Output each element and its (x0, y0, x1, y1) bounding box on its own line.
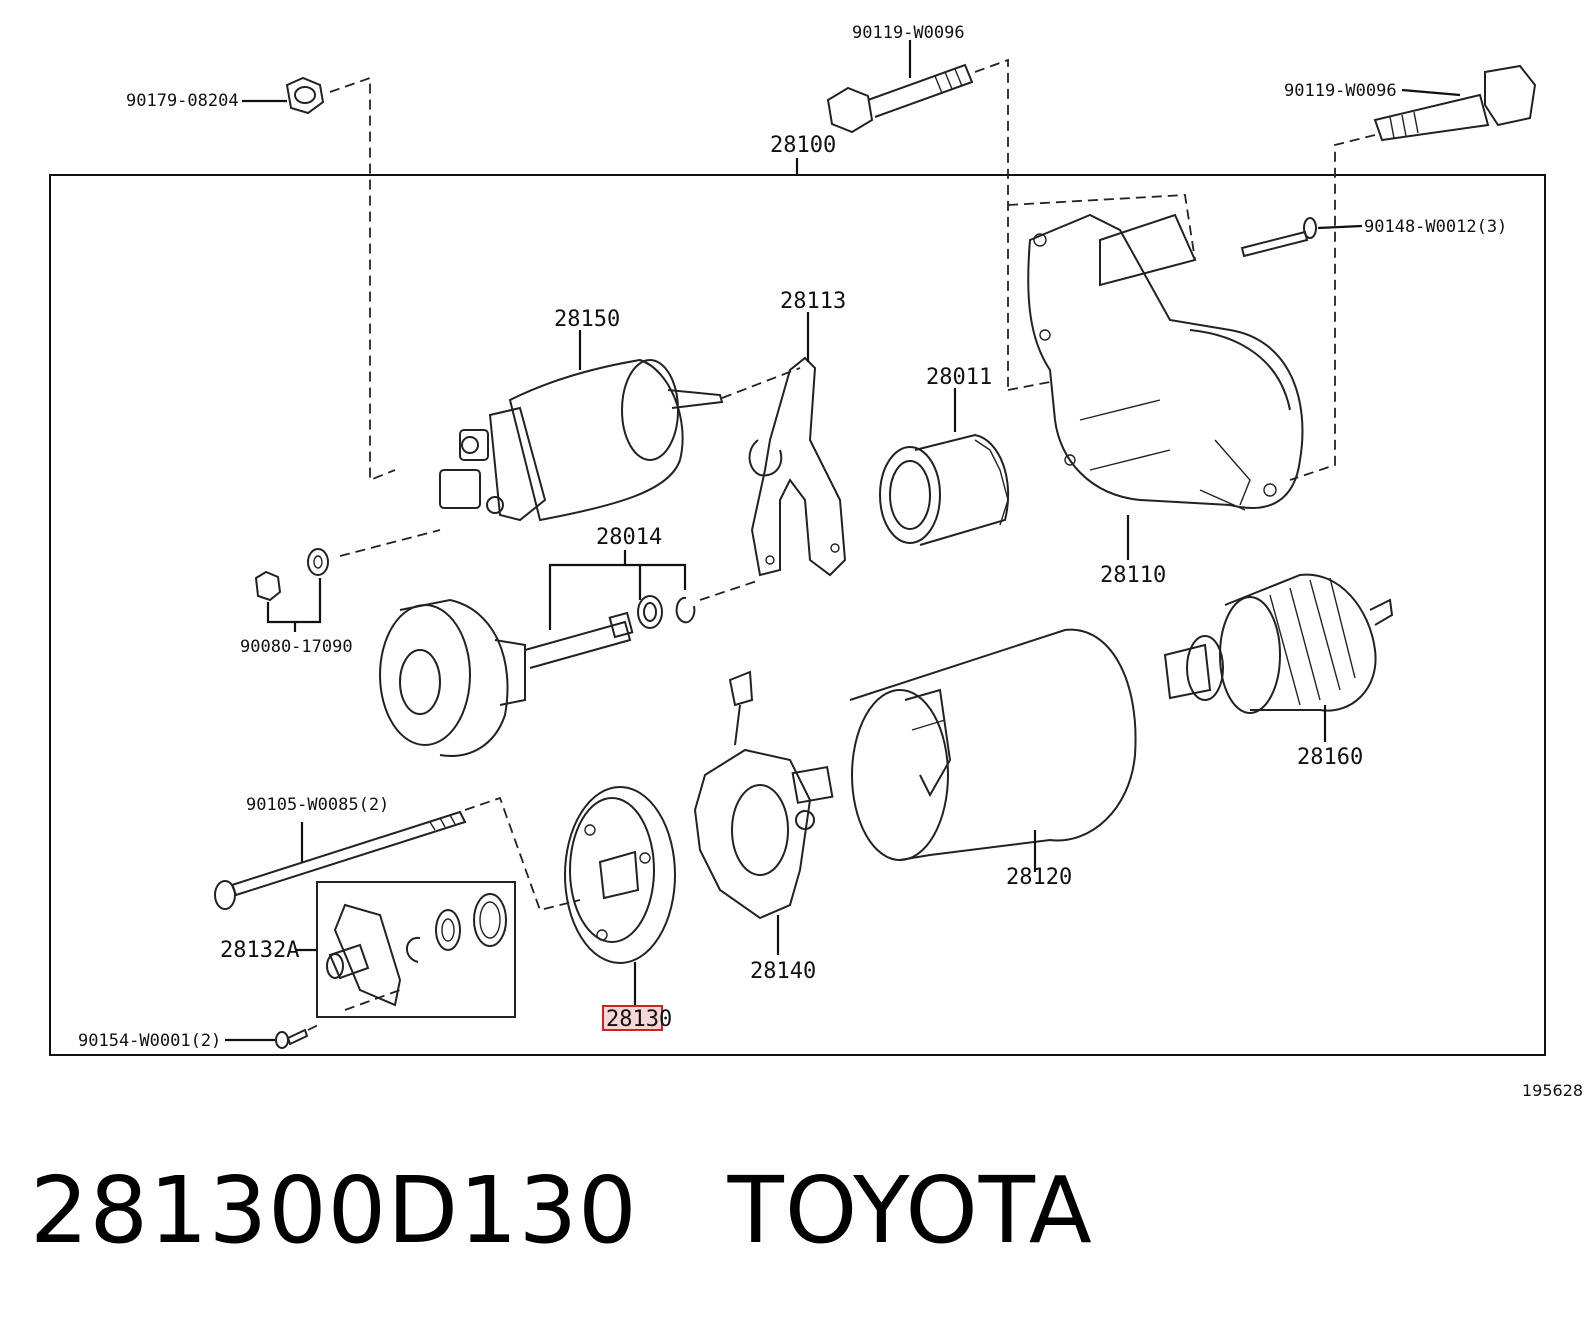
label-90119-right: 90119-W0096 (1284, 81, 1397, 101)
label-28130[interactable]: 28130 (606, 1007, 672, 1032)
nut-washer-90080[interactable] (254, 548, 329, 602)
bolt-90119-right[interactable] (1373, 64, 1537, 142)
gear-carrier-28014[interactable] (379, 595, 696, 757)
label-28100: 28100 (770, 133, 836, 158)
solenoid-28150[interactable] (439, 358, 724, 522)
part-number: 281300D130 (30, 1156, 638, 1264)
armature-28160[interactable] (1163, 573, 1394, 714)
yoke-28120[interactable] (849, 628, 1137, 861)
starter-exploded-diagram: 90179-08204 90119-W0096 90119-W0096 2810… (49, 23, 1583, 1100)
label-28132A: 28132A (220, 938, 299, 963)
label-28113: 28113 (780, 289, 846, 314)
lever-28113[interactable] (748, 356, 847, 577)
brand: TOYOTA (727, 1156, 1093, 1264)
label-28120: 28120 (1006, 865, 1072, 890)
label-28011: 28011 (926, 365, 992, 390)
brush-holder-28140[interactable] (693, 670, 834, 920)
label-90080: 90080-17090 (240, 637, 353, 657)
label-90119-top: 90119-W0096 (852, 23, 965, 43)
ref-number: 195628 (1522, 1081, 1583, 1100)
pinion-drive-28011[interactable] (879, 433, 1010, 546)
housing-28110[interactable] (1027, 213, 1304, 511)
label-28110: 28110 (1100, 563, 1166, 588)
bolt-90119-top[interactable] (826, 63, 974, 134)
label-90105: 90105-W0085(2) (246, 795, 389, 815)
label-28014: 28014 (596, 525, 662, 550)
nut-90179[interactable] (285, 76, 325, 115)
highlight-box-28130 (602, 1005, 663, 1031)
label-90154: 90154-W0001(2) (78, 1031, 221, 1051)
label-28140: 28140 (750, 959, 816, 984)
label-90179: 90179-08204 (126, 91, 239, 111)
label-28160: 28160 (1297, 745, 1363, 770)
end-cover-28130[interactable] (564, 786, 676, 964)
label-28150: 28150 (554, 307, 620, 332)
screw-90154[interactable] (275, 1028, 309, 1049)
screw-90148[interactable] (1240, 217, 1317, 258)
through-bolt-90105[interactable] (214, 810, 467, 910)
kit-28132A[interactable] (326, 893, 507, 1007)
label-90148: 90148-W0012(3) (1364, 217, 1507, 237)
footer: 281300D130 TOYOTA (30, 1150, 1093, 1270)
